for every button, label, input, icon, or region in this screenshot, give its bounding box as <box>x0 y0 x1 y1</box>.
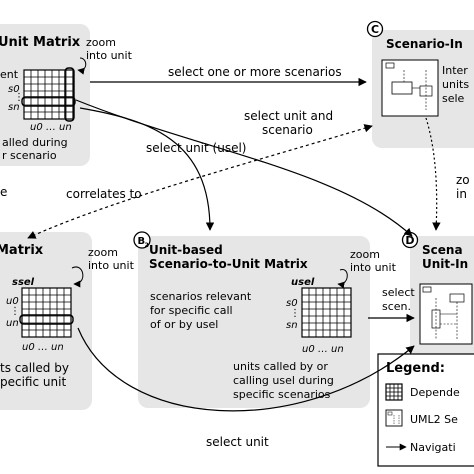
panel-a-caption-line1: alled during <box>2 136 68 149</box>
panel-b1: Matrix zoom into unit ssel u0 ⋮ un u0 … … <box>0 232 135 410</box>
panel-a-matrix-icon <box>21 67 76 122</box>
panel-d-title-line1: Scena <box>422 243 463 257</box>
panel-b1-zoom-line1: zoom <box>88 246 118 259</box>
panel-b2-desc-line2: for specific call <box>150 304 233 317</box>
panel-b2-caption-line1: units called by or <box>233 360 328 373</box>
panel-b2-row-label-bottom: sn <box>286 320 298 331</box>
panel-b2-row-label-top: s0 <box>286 298 298 309</box>
panel-a-side-text: ent <box>0 68 19 81</box>
panel-b2-row-dots: ⋮ <box>290 308 300 319</box>
edge-correlates-to <box>27 124 373 239</box>
panel-a-row-dots: ⋮ <box>14 92 24 103</box>
legend-uml-icon <box>385 409 403 427</box>
edge-correlates-label: correlates to <box>66 187 142 201</box>
panel-d-badge-label: D <box>405 234 414 247</box>
legend-title: Legend: <box>386 361 445 376</box>
panel-b2: B 2 Unit-based Scenario-to-Unit Matrix z… <box>133 231 397 408</box>
matrix-frame <box>21 287 72 338</box>
panel-b2-caption-line2: calling usel during <box>233 374 334 387</box>
panel-c-title: Scenario-In <box>386 37 463 51</box>
legend-matrix-icon <box>385 383 403 401</box>
panel-b2-zoom-line1: zoom <box>350 248 380 261</box>
panel-b1-title: Matrix <box>0 243 44 258</box>
matrix-highlight-column <box>64 67 75 122</box>
matrix-frame <box>301 287 352 338</box>
panel-a-zoom-line2: into unit <box>86 49 133 62</box>
panel-d-uml-thumbnail <box>419 283 473 345</box>
edge-select-unit-scenario-line1: select unit and <box>244 109 333 123</box>
panel-c-text-line2: units <box>442 78 469 91</box>
panel-c-text-line1: Inter <box>442 64 468 77</box>
panel-b1-col-labels: u0 … un <box>22 342 64 353</box>
panel-a: Unit Matrix zoom into unit ent s0 ⋮ sn u… <box>0 24 133 166</box>
panel-b1-matrix-icon <box>19 287 74 338</box>
panel-b2-background <box>138 236 370 408</box>
panel-a-col-labels: u0 … un <box>30 122 72 133</box>
edge-select-unit-bottom-label: select unit <box>206 435 269 449</box>
legend-item-dependency: Depende <box>410 386 460 399</box>
panel-c-text-line3: sele <box>442 92 465 105</box>
panel-c-uml-thumbnail <box>381 59 439 117</box>
legend-item-uml: UML2 Se <box>410 413 458 426</box>
edge-zoom-right-line2: in <box>456 187 467 201</box>
edge-select-unit-scenario-line2: scenario <box>262 123 313 137</box>
panel-b1-zoom-line2: into unit <box>88 259 135 272</box>
panel-b2-badge-sub: 2 <box>145 242 149 249</box>
panel-a-row-label-bottom: sn <box>8 102 20 113</box>
legend-item-navigation: Navigati <box>410 441 456 454</box>
panel-a-zoom-line1: zoom <box>86 36 116 49</box>
panel-b1-zoom-loop <box>71 266 84 288</box>
matrix-highlight-row <box>21 96 76 107</box>
legend: Legend: Depende UML2 Se Navigati <box>377 353 474 467</box>
edge-select-unit-sel-label: select unit (usel) <box>146 141 246 155</box>
panel-b1-row-dots: ⋮ <box>10 306 20 317</box>
panel-c: C Scenario-In Inter units sele <box>366 20 474 148</box>
panel-b2-matrix-icon <box>301 287 352 338</box>
panel-a-row-label-top: s0 <box>8 84 20 95</box>
panel-a-title: Unit Matrix <box>0 35 81 50</box>
panel-d: D Scena Unit-In select scen. <box>382 231 474 386</box>
edge-select-unit-bottom <box>77 327 415 412</box>
edge-select-scenarios-label: select one or more scenarios <box>168 65 342 79</box>
panel-b2-desc-line1: scenarios relevant <box>150 290 252 303</box>
panel-b1-row-label-bottom: un <box>6 318 19 329</box>
panel-b2-title-line1: Unit-based <box>149 243 223 257</box>
edge-zoom-right-line1: zo <box>456 173 470 187</box>
panel-a-zoom-loop <box>77 57 87 75</box>
panel-b2-zoom-line2: into unit <box>350 261 397 274</box>
panel-b2-sel-label: usel <box>291 277 315 288</box>
stray-text: e <box>0 185 7 199</box>
panel-d-title-line2: Unit-In <box>422 257 468 271</box>
panel-b2-col-labels: u0 … un <box>302 344 344 355</box>
edges: select one or more scenarios select unit… <box>27 65 470 449</box>
panel-b2-badge-letter: B <box>138 236 146 247</box>
panel-b1-sel-label: ssel <box>12 277 35 288</box>
panel-b1-caption-line2: pecific unit <box>0 375 66 389</box>
panel-c-badge-label: C <box>371 23 379 36</box>
matrix-highlight-row <box>19 314 74 325</box>
panel-b2-title-line2: Scenario-to-Unit Matrix <box>149 257 308 271</box>
panel-d-select-line2: scen. <box>382 300 411 313</box>
panel-b1-row-label-top: u0 <box>6 296 19 307</box>
panel-b2-zoom-loop <box>337 269 348 289</box>
panel-c-badge <box>366 20 384 38</box>
panel-b2-desc-line3: of or by usel <box>150 318 218 331</box>
panel-d-select-line1: select <box>382 286 415 299</box>
panel-a-caption-line2: r scenario <box>2 149 57 162</box>
edge-select-unit-sel <box>79 107 215 231</box>
panel-b2-caption-line3: specific scenarios <box>233 388 331 401</box>
panel-b1-caption-line1: ts called by <box>0 361 69 375</box>
edge-zoom-c-to-d <box>425 117 441 231</box>
